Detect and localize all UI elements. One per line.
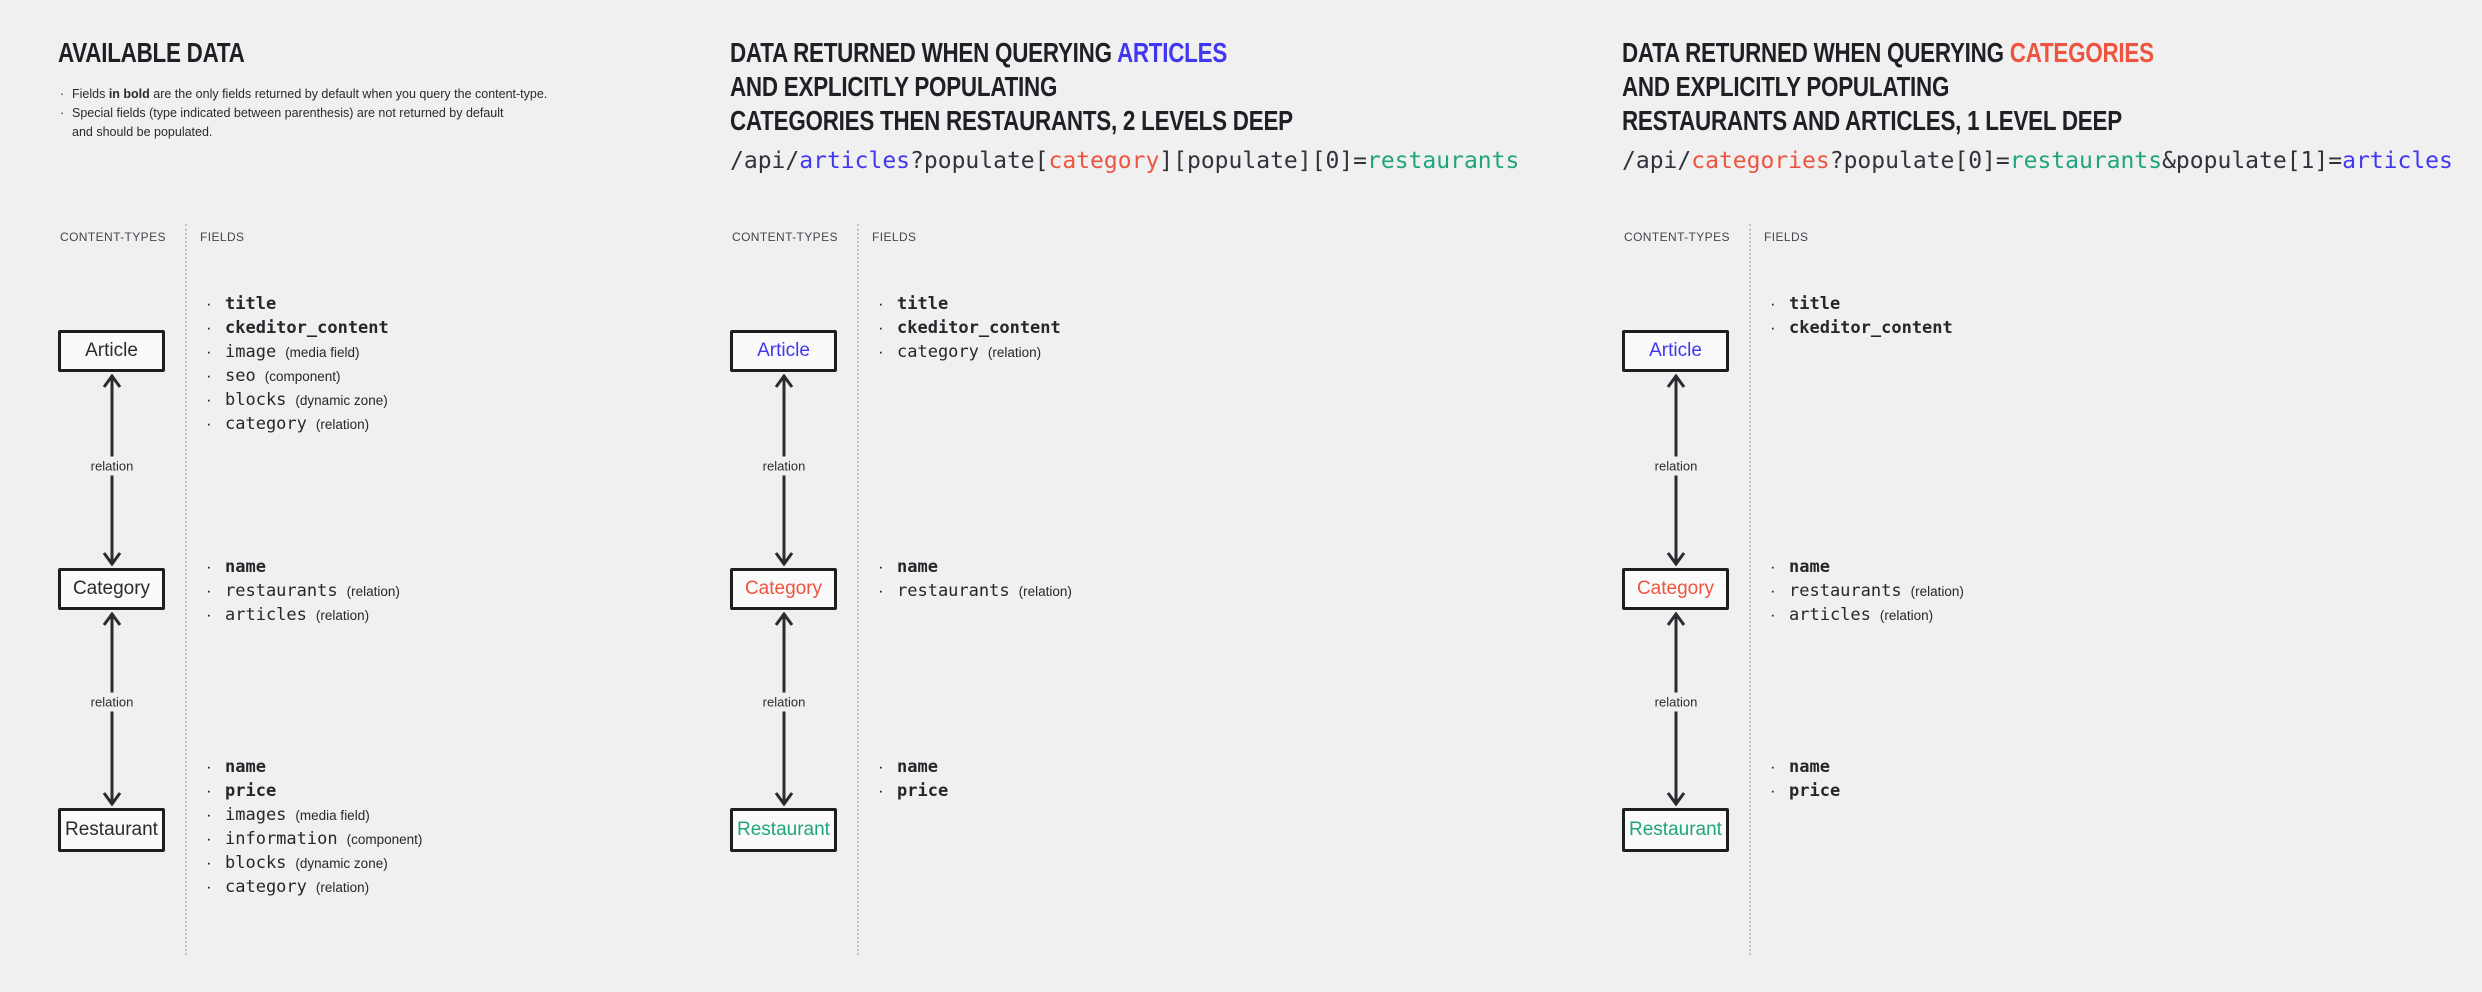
fields-list-category: name restaurants(relation) (878, 555, 1072, 603)
field-item: information(component) (206, 827, 422, 851)
relation-label: relation (757, 456, 811, 476)
relation-label: relation (757, 692, 811, 712)
field-item: name (878, 755, 948, 779)
content-type-box-category: Category (730, 568, 837, 610)
content-type-box-restaurant: Restaurant (730, 808, 837, 852)
field-item: image(media field) (206, 340, 389, 364)
fields-list-category: name restaurants(relation) articles(rela… (206, 555, 400, 627)
notes-list: Fields in bold are the only fields retur… (60, 85, 547, 142)
column-separator (1749, 224, 1751, 955)
column-header-content-types: CONTENT-TYPES (1624, 230, 1730, 244)
panel-query-categories: DATA RETURNED WHEN QUERYING CATEGORIES A… (1622, 0, 2480, 992)
title-line: RESTAURANTS AND ARTICLES, 1 LEVEL DEEP (1622, 105, 2122, 136)
title-line: CATEGORIES THEN RESTAURANTS, 2 LEVELS DE… (730, 105, 1293, 136)
box-label: Category (1636, 578, 1715, 599)
fields-list-restaurant: name price images(media field) informati… (206, 755, 422, 899)
field-item: blocks(dynamic zone) (206, 851, 422, 875)
field-item: ckeditor_content (878, 316, 1061, 340)
column-header-fields: FIELDS (872, 230, 917, 244)
panel-available-data: AVAILABLE DATA Fields in bold are the on… (58, 0, 708, 992)
column-header-fields: FIELDS (1764, 230, 1809, 244)
box-label: Article (85, 340, 138, 361)
content-type-box-category: Category (58, 568, 165, 610)
field-item: category(relation) (206, 412, 389, 436)
content-type-box-article: Article (1622, 330, 1729, 372)
note-item: Special fields (type indicated between p… (60, 104, 547, 142)
title-line: AND EXPLICITLY POPULATING (730, 71, 1058, 102)
field-item: articles(relation) (206, 603, 400, 627)
relation-label: relation (85, 456, 139, 476)
title-line: AVAILABLE DATA (58, 37, 245, 68)
column-header-content-types: CONTENT-TYPES (60, 230, 166, 244)
fields-list-article: title ckeditor_content image(media field… (206, 292, 389, 436)
fields-list-article: title ckeditor_content (1770, 292, 1953, 340)
panel-title: AVAILABLE DATA (58, 36, 245, 70)
relation-label: relation (85, 692, 139, 712)
field-item: restaurants(relation) (206, 579, 400, 603)
field-item: blocks(dynamic zone) (206, 388, 389, 412)
field-item: name (1770, 755, 1840, 779)
field-item: restaurants(relation) (878, 579, 1072, 603)
box-label: Restaurant (737, 819, 830, 840)
field-item: title (1770, 292, 1953, 316)
panel-title: DATA RETURNED WHEN QUERYING CATEGORIES A… (1622, 36, 2154, 138)
column-separator (185, 224, 187, 955)
title-line: DATA RETURNED WHEN QUERYING ARTICLES (730, 37, 1228, 68)
field-item: name (206, 755, 422, 779)
field-item: price (206, 779, 422, 803)
field-item: price (1770, 779, 1840, 803)
note-item: Fields in bold are the only fields retur… (60, 85, 547, 104)
field-item: name (206, 555, 400, 579)
title-line: DATA RETURNED WHEN QUERYING CATEGORIES (1622, 37, 2154, 68)
content-type-box-article: Article (730, 330, 837, 372)
field-item: name (1770, 555, 1964, 579)
field-item: name (878, 555, 1072, 579)
box-label: Article (1649, 340, 1702, 361)
field-item: articles(relation) (1770, 603, 1964, 627)
content-type-box-category: Category (1622, 568, 1729, 610)
box-label: Category (744, 578, 823, 599)
api-url: /api/categories?populate[0]=restaurants&… (1622, 148, 2453, 174)
field-item: ckeditor_content (206, 316, 389, 340)
field-item: images(media field) (206, 803, 422, 827)
field-item: price (878, 779, 948, 803)
fields-list-category: name restaurants(relation) articles(rela… (1770, 555, 1964, 627)
field-item: seo(component) (206, 364, 389, 388)
column-header-fields: FIELDS (200, 230, 245, 244)
content-type-box-restaurant: Restaurant (1622, 808, 1729, 852)
field-item: category(relation) (206, 875, 422, 899)
field-item: ckeditor_content (1770, 316, 1953, 340)
panel-title: DATA RETURNED WHEN QUERYING ARTICLES AND… (730, 36, 1293, 138)
box-label: Category (72, 578, 151, 599)
box-label: Article (757, 340, 810, 361)
column-header-content-types: CONTENT-TYPES (732, 230, 838, 244)
field-item: title (878, 292, 1061, 316)
relation-label: relation (1649, 692, 1703, 712)
fields-list-restaurant: name price (878, 755, 948, 803)
api-url: /api/articles?populate[category][populat… (730, 148, 1520, 174)
title-line: AND EXPLICITLY POPULATING (1622, 71, 1950, 102)
column-separator (857, 224, 859, 955)
relation-label: relation (1649, 456, 1703, 476)
box-label: Restaurant (65, 819, 158, 840)
field-item: restaurants(relation) (1770, 579, 1964, 603)
panel-query-articles: DATA RETURNED WHEN QUERYING ARTICLES AND… (730, 0, 1600, 992)
content-type-box-restaurant: Restaurant (58, 808, 165, 852)
fields-list-article: title ckeditor_content category(relation… (878, 292, 1061, 364)
box-label: Restaurant (1629, 819, 1722, 840)
field-item: category(relation) (878, 340, 1061, 364)
content-type-box-article: Article (58, 330, 165, 372)
field-item: title (206, 292, 389, 316)
fields-list-restaurant: name price (1770, 755, 1840, 803)
